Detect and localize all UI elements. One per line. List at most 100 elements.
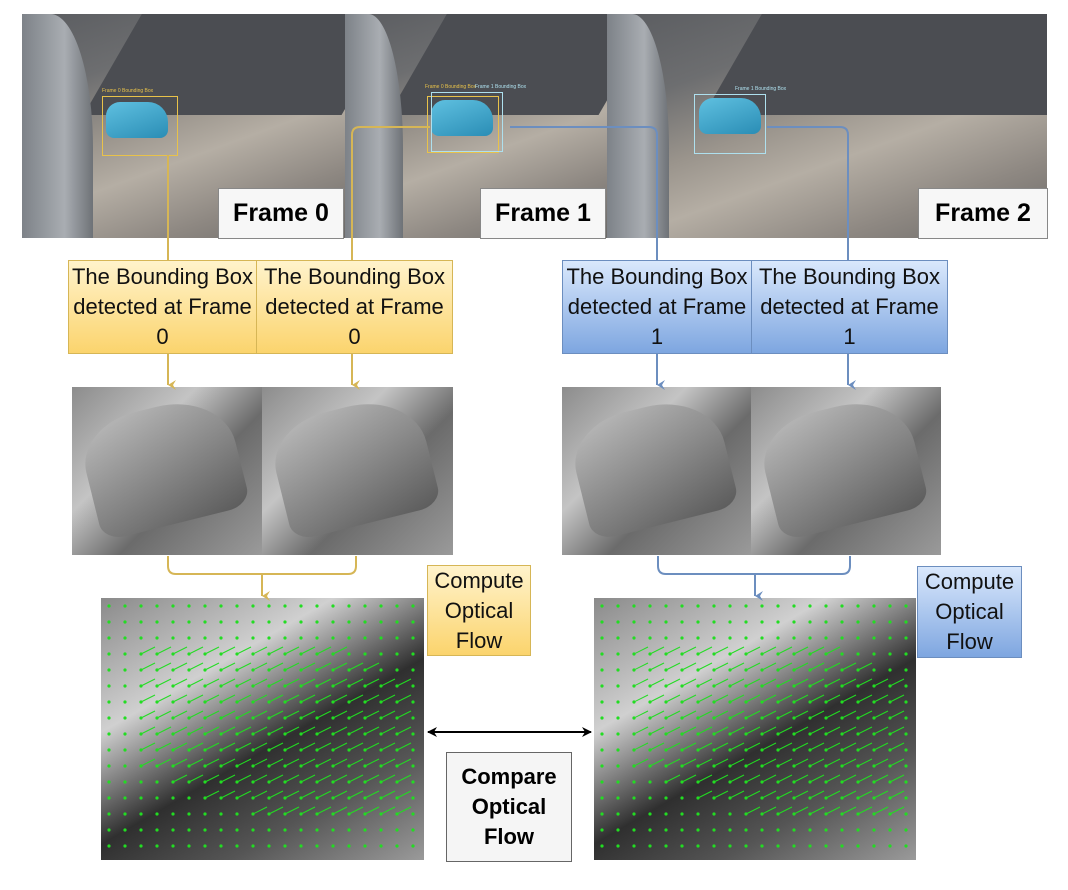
flow-point — [283, 844, 287, 848]
flow-point — [267, 620, 271, 624]
flow-vector — [809, 710, 825, 719]
flow-point — [203, 684, 207, 688]
flow-point — [235, 620, 239, 624]
flow-vector — [348, 694, 364, 703]
flow-point — [123, 700, 127, 704]
flow-point — [267, 828, 271, 832]
flow-point — [760, 620, 764, 624]
flow-point — [808, 668, 812, 672]
flow-point — [171, 636, 175, 640]
flow-point — [107, 732, 111, 736]
flow-vector — [761, 710, 777, 719]
flow-point — [347, 716, 351, 720]
flow-point — [696, 652, 700, 656]
flow-point — [411, 764, 415, 768]
flow-point — [648, 732, 652, 736]
flow-point — [712, 796, 716, 800]
flow-point — [411, 828, 415, 832]
flow-vector — [252, 678, 268, 687]
flow-vector — [140, 710, 156, 719]
flow-vector — [140, 726, 156, 735]
flow-point — [315, 732, 319, 736]
flow-point — [632, 700, 636, 704]
flow-point — [632, 604, 636, 608]
flow-vector — [649, 646, 665, 655]
flow-point — [331, 796, 335, 800]
flow-vector — [745, 806, 761, 815]
flow-point — [600, 684, 604, 688]
flow-point — [331, 652, 335, 656]
flow-point — [904, 748, 908, 752]
flow-vector — [761, 742, 777, 751]
flow-point — [411, 780, 415, 784]
flow-vector — [873, 678, 889, 687]
flow-vector — [697, 646, 713, 655]
flow-point — [235, 700, 239, 704]
flow-vector — [284, 710, 300, 719]
flow-point — [888, 812, 892, 816]
flow-point — [219, 828, 223, 832]
flow-vector — [332, 806, 348, 815]
flow-point — [331, 748, 335, 752]
flow-point — [299, 732, 303, 736]
flow-point — [728, 732, 732, 736]
flow-point — [203, 668, 207, 672]
flow-vector — [252, 662, 268, 671]
flow-point — [251, 748, 255, 752]
flow-point — [235, 844, 239, 848]
flow-point — [379, 748, 383, 752]
flow-point — [267, 780, 271, 784]
flow-point — [600, 716, 604, 720]
flow-point — [395, 668, 399, 672]
flow-point — [171, 732, 175, 736]
flow-vector — [809, 806, 825, 815]
flow-vector — [300, 646, 316, 655]
flow-point — [395, 652, 399, 656]
flow-vector — [649, 710, 665, 719]
flow-vector — [649, 726, 665, 735]
flow-vector — [284, 742, 300, 751]
flow-point — [283, 652, 287, 656]
flow-point — [888, 748, 892, 752]
flow-vector — [633, 662, 649, 671]
flow-point — [792, 732, 796, 736]
flow-vector — [188, 662, 204, 671]
flow-vector — [793, 758, 809, 767]
flow-point — [760, 604, 764, 608]
flow-point — [203, 796, 207, 800]
flow-vector — [873, 710, 889, 719]
flow-vector — [348, 710, 364, 719]
flow-vector — [809, 678, 825, 687]
flow-vector — [857, 710, 873, 719]
flow-point — [792, 620, 796, 624]
flow-point — [824, 796, 828, 800]
flow-point — [411, 620, 415, 624]
flow-point — [139, 812, 143, 816]
flow-point — [872, 636, 876, 640]
flow-point — [696, 668, 700, 672]
flow-point — [347, 604, 351, 608]
flow-point — [648, 764, 652, 768]
flow-point — [363, 652, 367, 656]
flow-point — [744, 700, 748, 704]
flow-point — [632, 828, 636, 832]
flow-vector — [729, 758, 745, 767]
flow-vector — [332, 726, 348, 735]
flow-point — [744, 604, 748, 608]
flow-point — [251, 764, 255, 768]
flow-vector — [777, 646, 793, 655]
flow-vector — [300, 710, 316, 719]
flow-point — [155, 684, 159, 688]
flow-point — [648, 620, 652, 624]
flow-point — [315, 828, 319, 832]
flow-point — [712, 844, 716, 848]
flow-vector — [841, 790, 857, 799]
flow-point — [171, 684, 175, 688]
flow-point — [315, 636, 319, 640]
flow-point — [235, 748, 239, 752]
flow-vector — [857, 742, 873, 751]
flow-vector — [140, 678, 156, 687]
flow-point — [219, 652, 223, 656]
flow-vector — [745, 774, 761, 783]
flow-point — [744, 732, 748, 736]
